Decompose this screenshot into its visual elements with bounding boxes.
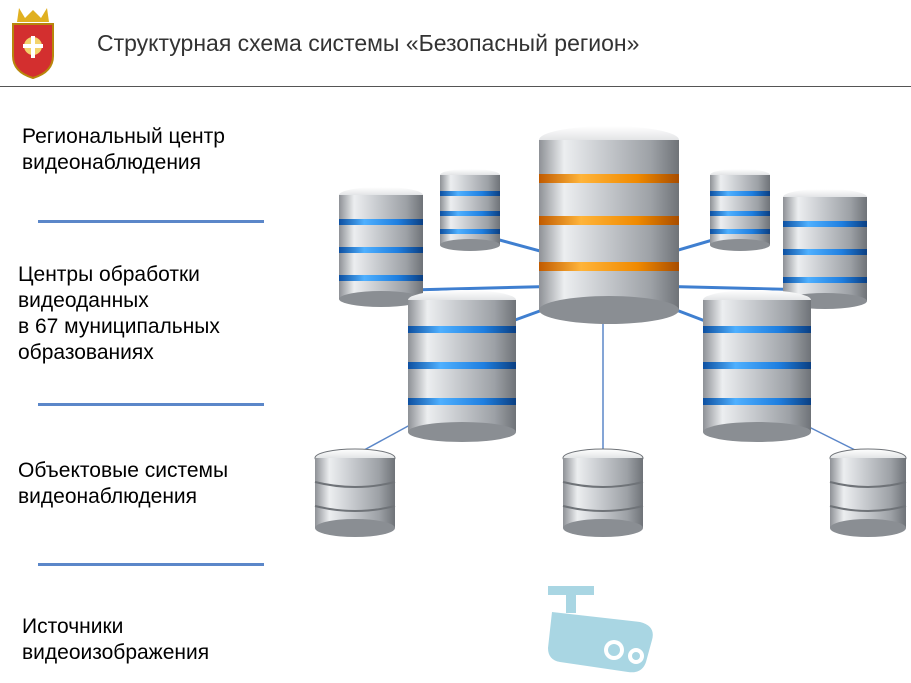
level-text-line: Центры обработки xyxy=(18,263,200,286)
database-server-icon xyxy=(339,187,423,307)
database-server-icon xyxy=(710,169,770,251)
level-video-sources-label: Источники видеоизображения xyxy=(22,614,209,666)
level-text-line: видеоданных xyxy=(18,289,149,312)
database-server-icon xyxy=(703,290,811,442)
database-server-icon xyxy=(440,169,500,251)
database-small-icon xyxy=(562,448,644,537)
level-regional-center-label: Региональный центр видеонаблюдения xyxy=(22,124,225,176)
level-text-line: Объектовые системы xyxy=(18,459,229,482)
level-processing-centers-label: Центры обработки видеоданных в 67 муници… xyxy=(18,262,220,366)
level-text-line: в 67 муниципальных xyxy=(18,315,220,338)
database-server-icon xyxy=(408,290,516,442)
level-text-line: видеонаблюдения xyxy=(22,151,202,174)
page-title: Структурная схема системы «Безопасный ре… xyxy=(97,30,640,56)
coat-of-arms-icon xyxy=(12,8,54,80)
database-small-icon xyxy=(314,448,396,537)
database-small-icon xyxy=(829,448,907,537)
level-text-line: Источники xyxy=(22,615,124,638)
level-text-line: видеонаблюдения xyxy=(18,485,198,508)
cctv-camera-icon xyxy=(548,586,653,673)
level-divider xyxy=(38,563,264,566)
network-diagram xyxy=(314,126,907,673)
header: Структурная схема системы «Безопасный ре… xyxy=(0,0,911,88)
level-divider xyxy=(38,220,264,223)
header-divider xyxy=(0,86,911,87)
level-text-line: видеоизображения xyxy=(22,641,210,664)
database-server-icon xyxy=(783,189,867,309)
level-divider xyxy=(38,403,264,406)
level-text-line: Региональный центр xyxy=(22,125,225,148)
level-object-systems-label: Объектовые системы видеонаблюдения xyxy=(18,458,228,510)
database-server-large-icon xyxy=(539,126,679,324)
level-text-line: образованиях xyxy=(18,341,154,364)
